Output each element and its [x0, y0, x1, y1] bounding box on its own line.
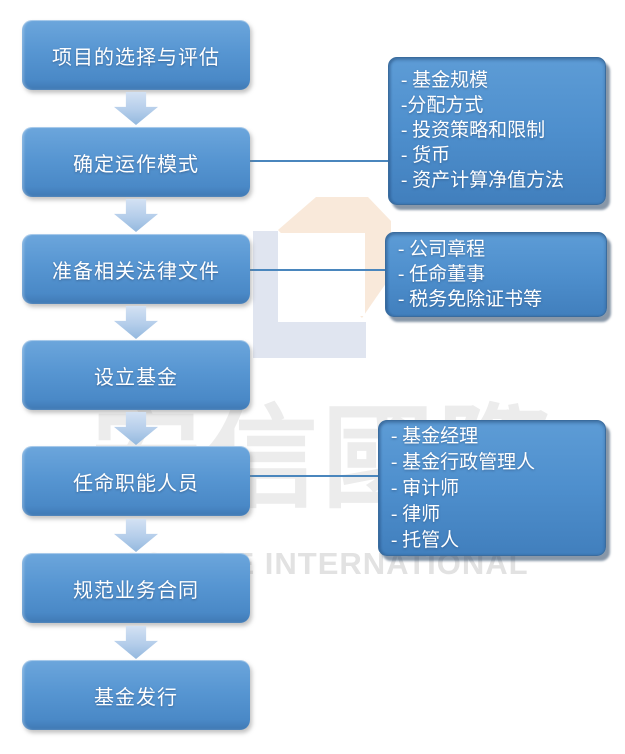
- logo-bracket-bottom: [253, 322, 366, 358]
- flow-step-appoint-personnel: 任命职能人员: [22, 446, 250, 516]
- detail-item: - 公司章程: [398, 239, 486, 260]
- detail-item: - 税务免除证书等: [398, 289, 543, 310]
- detail-item: - 货币: [401, 145, 451, 166]
- detail-item: - 基金行政管理人: [391, 452, 536, 473]
- detail-box-operation-mode: - 基金规模 -分配方式 - 投资策略和限制 - 货币 - 资产计算净值方法: [388, 57, 606, 205]
- flow-step-legal-documents: 准备相关法律文件: [22, 234, 250, 304]
- flow-step-establish-fund: 设立基金: [22, 340, 250, 410]
- detail-item: - 律师: [391, 504, 441, 525]
- detail-box-personnel: - 基金经理 - 基金行政管理人 - 审计师 - 律师 - 托管人: [378, 420, 606, 556]
- flow-step-label: 项目的选择与评估: [52, 46, 220, 69]
- detail-item: - 任命董事: [398, 264, 486, 285]
- flow-step-business-contracts: 规范业务合同: [22, 553, 250, 623]
- detail-item: - 资产计算净值方法: [401, 170, 565, 191]
- detail-item: -分配方式: [401, 95, 484, 116]
- detail-item: - 基金经理: [391, 426, 479, 447]
- flow-step-label: 任命职能人员: [73, 472, 199, 495]
- detail-box-legal-documents: - 公司章程 - 任命董事 - 税务免除证书等: [385, 232, 607, 317]
- flow-step-label: 规范业务合同: [73, 579, 199, 602]
- flow-step-project-selection: 项目的选择与评估: [22, 20, 250, 90]
- connector-step5-details: [250, 475, 378, 477]
- detail-item: - 投资策略和限制: [401, 120, 546, 141]
- detail-item: - 审计师: [391, 478, 460, 499]
- flow-step-label: 设立基金: [94, 366, 178, 389]
- flow-step-label: 准备相关法律文件: [52, 260, 220, 283]
- detail-item: - 托管人: [391, 530, 460, 551]
- connector-step2-details: [250, 160, 388, 162]
- connector-step3-details: [250, 269, 385, 271]
- logo-cube-hole: [279, 233, 365, 316]
- flow-step-label: 基金发行: [94, 686, 178, 709]
- flow-step-label: 确定运作模式: [73, 153, 199, 176]
- detail-item: - 基金规模: [401, 70, 489, 91]
- flow-step-fund-launch: 基金发行: [22, 660, 250, 730]
- flow-step-operation-mode: 确定运作模式: [22, 127, 250, 197]
